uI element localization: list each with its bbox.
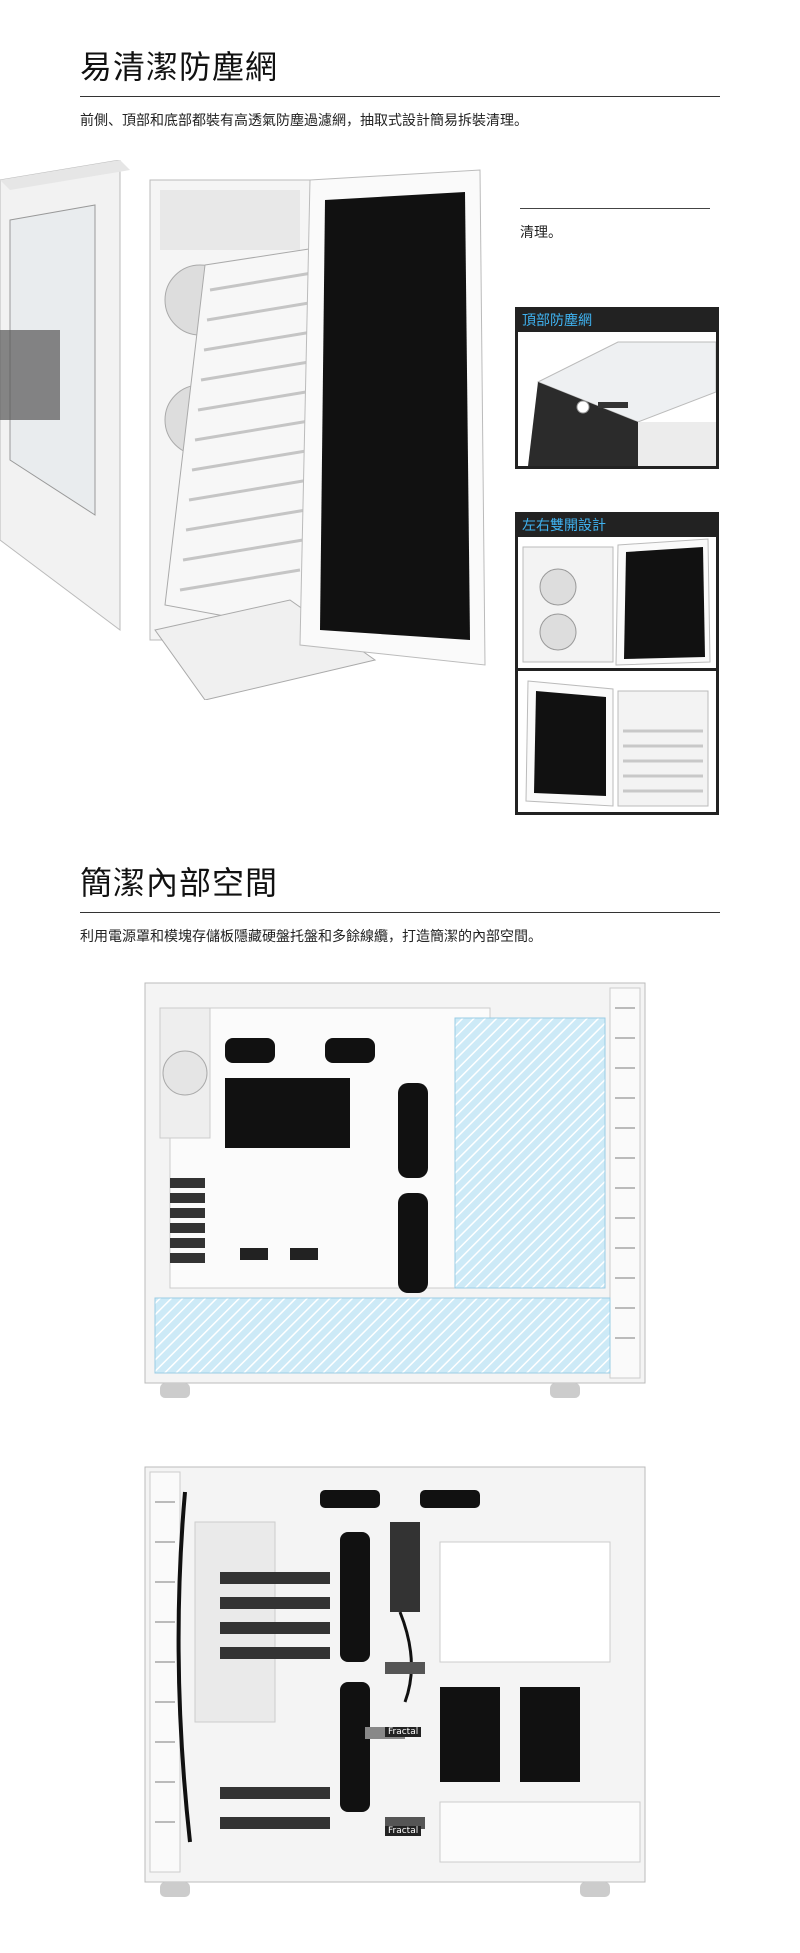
section2-title: 簡潔內部空間 — [80, 864, 279, 902]
ghost-text: 清理。 — [520, 225, 562, 241]
section2-divider — [80, 912, 720, 913]
case-interior-side-image — [144, 982, 646, 1398]
brand-tag-1: Fractal — [385, 1727, 422, 1737]
dual-door-image-left — [518, 537, 716, 667]
inset-divider — [518, 668, 716, 671]
section1-description: 前側、頂部和底部都裝有高透氣防塵過濾網，抽取式設計簡易拆裝清理。 — [80, 113, 528, 129]
case-interior-back-image — [144, 1466, 646, 1897]
case-open-door-image — [0, 160, 486, 700]
dual-door-image-right — [518, 671, 716, 812]
inset-top-filter-label: 頂部防塵網 — [518, 310, 716, 332]
section1-divider — [80, 96, 720, 97]
section1-title: 易清潔防塵網 — [80, 48, 279, 86]
ghost-divider — [520, 208, 710, 209]
top-filter-image — [518, 332, 716, 466]
brand-tag-2: Fractal — [385, 1826, 422, 1836]
inset-dual-door-label: 左右雙開設計 — [518, 515, 716, 537]
inset-top-filter: 頂部防塵網 — [515, 307, 719, 469]
section2-description: 利用電源罩和模塊存儲板隱藏硬盤托盤和多餘線纜，打造簡潔的內部空間。 — [80, 929, 542, 945]
inset-dual-door: 左右雙開設計 — [515, 512, 719, 815]
